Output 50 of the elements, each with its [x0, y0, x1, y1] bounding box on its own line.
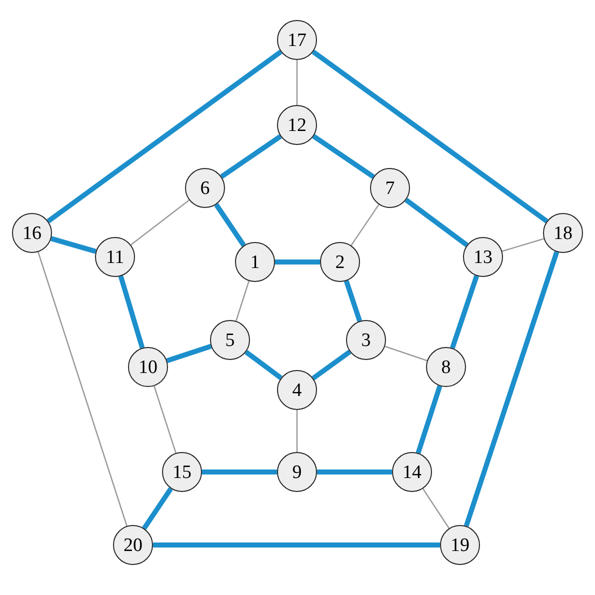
edge-line: [317, 470, 392, 474]
vertex-number: 11: [106, 248, 124, 266]
edge-line: [312, 134, 375, 179]
edge-line: [38, 252, 128, 526]
edge-line: [422, 488, 450, 529]
edge-line: [464, 251, 560, 527]
edge-line: [275, 260, 320, 264]
vertex-number: 7: [385, 178, 395, 198]
edge-line: [235, 280, 250, 322]
edge-line: [416, 385, 442, 454]
vertex-number: 5: [225, 330, 235, 350]
vertex-number: 12: [288, 116, 306, 134]
edge-line: [384, 346, 428, 362]
vertex-number: 9: [292, 462, 302, 482]
vertex-number: 13: [474, 248, 492, 266]
edge-line: [344, 280, 362, 322]
vertex-number: 19: [450, 536, 470, 554]
edge-line: [118, 275, 145, 349]
vertex-number: 1: [250, 252, 260, 272]
edge-line: [244, 350, 282, 380]
edge-line: [296, 410, 298, 452]
vertex-number: 3: [361, 330, 371, 350]
vertex-number: 14: [402, 462, 422, 482]
vertex-number: 6: [200, 178, 210, 198]
vertex-number: 2: [335, 252, 345, 272]
edge-line: [50, 236, 96, 254]
edge-line: [214, 203, 246, 247]
edge-line: [153, 542, 440, 548]
vertex-number: 20: [124, 536, 142, 554]
edge-line: [296, 60, 298, 105]
vertex-number: 15: [172, 462, 192, 482]
vertex-number: 16: [22, 224, 42, 242]
vertex-number: 18: [554, 224, 572, 242]
vertex-number: 8: [441, 358, 451, 376]
edge-line: [404, 198, 468, 248]
edge-line: [312, 50, 548, 224]
edge-line: [130, 200, 190, 246]
edge-line: [166, 344, 212, 364]
edge-line: [312, 350, 352, 380]
edge-line: [450, 275, 479, 349]
edge-line: [350, 204, 380, 246]
edge-line: [220, 134, 282, 179]
edge-line: [154, 386, 176, 454]
vertex-number: 17: [288, 30, 306, 50]
edge-line: [502, 238, 544, 252]
edge-line: [46, 50, 282, 224]
vertex-number: 10: [138, 358, 158, 376]
edge-line: [202, 470, 277, 474]
vertex-number: 4: [292, 380, 302, 400]
edge-line: [142, 487, 173, 530]
